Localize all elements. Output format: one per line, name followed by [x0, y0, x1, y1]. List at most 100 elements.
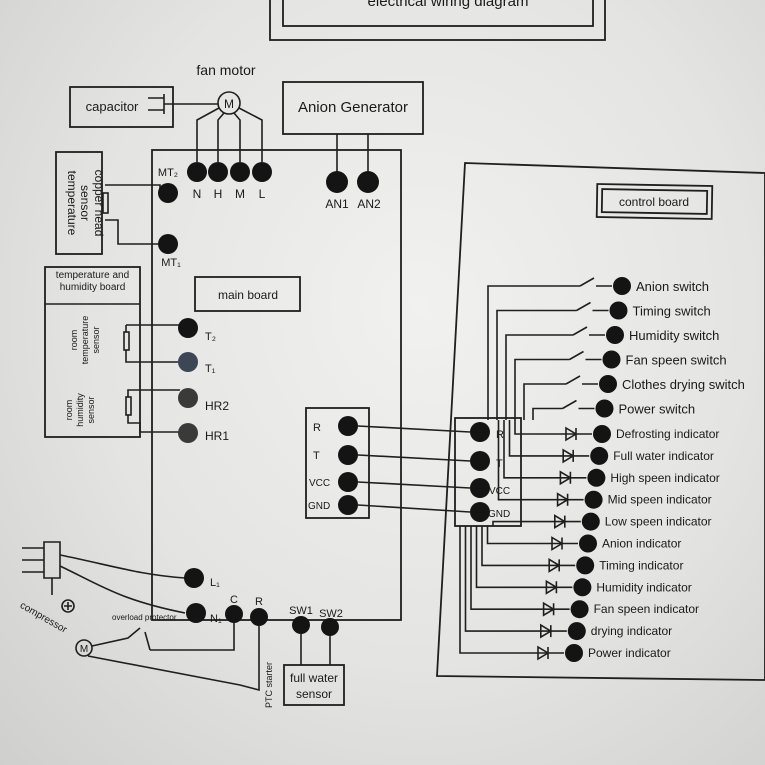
switch-label: Clothes drying switch	[622, 377, 745, 392]
terminal-sw2-label: SW2	[319, 608, 343, 620]
terminal-t1	[178, 352, 198, 372]
control-terminal-vcc-label: VCC	[489, 486, 510, 497]
terminal-an2	[357, 171, 379, 193]
led-icon	[551, 536, 564, 551]
compressor-symbol: M	[80, 644, 88, 655]
switch-wire	[487, 277, 612, 420]
humidity-board-frame	[44, 266, 141, 438]
indicator-row-fan-speen-indicator: Fan speen indicator	[470, 526, 699, 619]
terminal-hr1	[178, 423, 198, 443]
overload-protector-label: overload protector	[112, 613, 177, 622]
terminal-mt2-label: MT₂	[158, 167, 178, 179]
fan-terminals: N H M L	[187, 162, 272, 201]
switch-label: Power switch	[619, 402, 696, 417]
indicator-row-mid-speen-indicator: Mid speen indicator	[497, 420, 712, 509]
switch-wire	[496, 301, 609, 420]
room-temp-line1: room	[69, 330, 79, 351]
full-water-wires	[300, 634, 331, 665]
terminal-l-label: L	[259, 187, 266, 201]
indicator-wire	[459, 526, 564, 654]
main-terminal-r-label: R	[313, 422, 321, 434]
comm-cable	[357, 425, 471, 513]
indicator-wire	[470, 526, 570, 610]
main-terminal-t	[338, 445, 358, 465]
indicator-wire	[497, 420, 584, 501]
switch-row-timing-switch: Timing switch	[496, 301, 711, 420]
control-terminal-gnd-label: GND	[488, 509, 510, 520]
indicator-wire	[475, 526, 573, 589]
control-terminal-t	[470, 451, 490, 471]
indicator-row-drying-indicator: drying indicator	[464, 526, 672, 641]
indicator-lamp	[576, 556, 595, 575]
indicator-row-defrosting-indicator: Defrosting indicator	[514, 420, 719, 443]
indicator-wire	[503, 420, 587, 479]
terminal-hr1-label: HR1	[205, 429, 229, 443]
switch-row-clothes-drying-switch: Clothes drying switch	[523, 375, 745, 420]
humidity-board-header: temperature and humidity board	[55, 270, 130, 293]
terminal-n1	[186, 603, 206, 623]
full-water-sensor-line2: sensor	[296, 687, 332, 701]
control-board-label-box-inner	[600, 188, 709, 215]
indicator-label: Humidity indicator	[596, 580, 691, 594]
full-water-sensor-line1: full water	[290, 671, 338, 685]
terminal-l	[252, 162, 272, 182]
terminal-hr2	[178, 388, 198, 408]
terminal-hr2-label: HR2	[205, 399, 229, 413]
switch-wire	[523, 375, 598, 420]
terminal-t2-label: T₂	[205, 331, 216, 343]
terminal-r	[250, 608, 268, 626]
terminal-c	[225, 605, 243, 623]
terminal-mt1-label: MT₁	[161, 257, 181, 269]
indicator-wire	[492, 520, 581, 526]
compressor-icon	[75, 639, 93, 657]
switch-wire	[505, 326, 605, 420]
indicator-label: Defrosting indicator	[616, 427, 719, 441]
indicator-row-humidity-indicator: Humidity indicator	[475, 526, 692, 597]
switch-wire	[532, 399, 595, 420]
indicator-wire	[514, 420, 592, 435]
indicator-lamp	[579, 534, 597, 553]
terminal-h-label: H	[214, 187, 223, 201]
main-board-label: main board	[218, 288, 278, 302]
title-frame-outer	[269, 0, 606, 41]
fan-motor-wires	[196, 107, 263, 162]
indicator-lamp	[593, 425, 611, 443]
terminal-an1	[326, 171, 348, 193]
indicator-wire	[486, 526, 578, 545]
control-comm-terminals: R T VCC GND	[470, 422, 510, 522]
indicator-row-high-speen-indicator: High speen indicator	[503, 420, 720, 487]
led-icon	[537, 645, 550, 661]
switch-wire	[514, 350, 602, 420]
main-terminal-gnd	[338, 495, 358, 515]
switch-button	[606, 326, 624, 344]
led-icon	[565, 426, 578, 442]
humidity-board-wires	[125, 324, 180, 433]
terminal-sw1-label: SW1	[289, 605, 313, 617]
temp-sensor-line2: sensor	[78, 185, 92, 221]
diagram-title: electrical wiring diagram	[368, 0, 529, 10]
anion-generator-label: Anion Generator	[298, 99, 408, 116]
indicator-wire	[464, 526, 567, 632]
switch-row-fan-speen-switch: Fan speen switch	[514, 350, 727, 420]
switch-button	[613, 277, 631, 295]
indicator-row-anion-indicator: Anion indicator	[486, 526, 681, 553]
switch-label: Timing switch	[633, 304, 711, 319]
indicator-label: Fan speen indicator	[594, 602, 699, 616]
led-icon	[556, 492, 570, 508]
temp-sensor-line1: temperature	[65, 171, 79, 236]
room-humidity-element	[125, 396, 132, 416]
control-board-label-box	[595, 183, 714, 220]
full-water-sensor-box	[283, 664, 345, 706]
led-icon	[554, 514, 567, 530]
main-terminal-vcc-label: VCC	[309, 478, 330, 489]
compressor-wires	[87, 623, 260, 692]
terminal-sw1	[292, 616, 310, 634]
indicator-lamp	[584, 490, 603, 509]
humidity-board-header-text: temperature and humidity board	[55, 270, 130, 293]
ptc-starter-label: PTC starter	[264, 662, 274, 708]
fan-motor-symbol: M	[224, 97, 234, 111]
switch-button	[599, 375, 617, 393]
terminal-sw2	[321, 618, 339, 636]
room-humidity-line1: room	[64, 400, 74, 421]
